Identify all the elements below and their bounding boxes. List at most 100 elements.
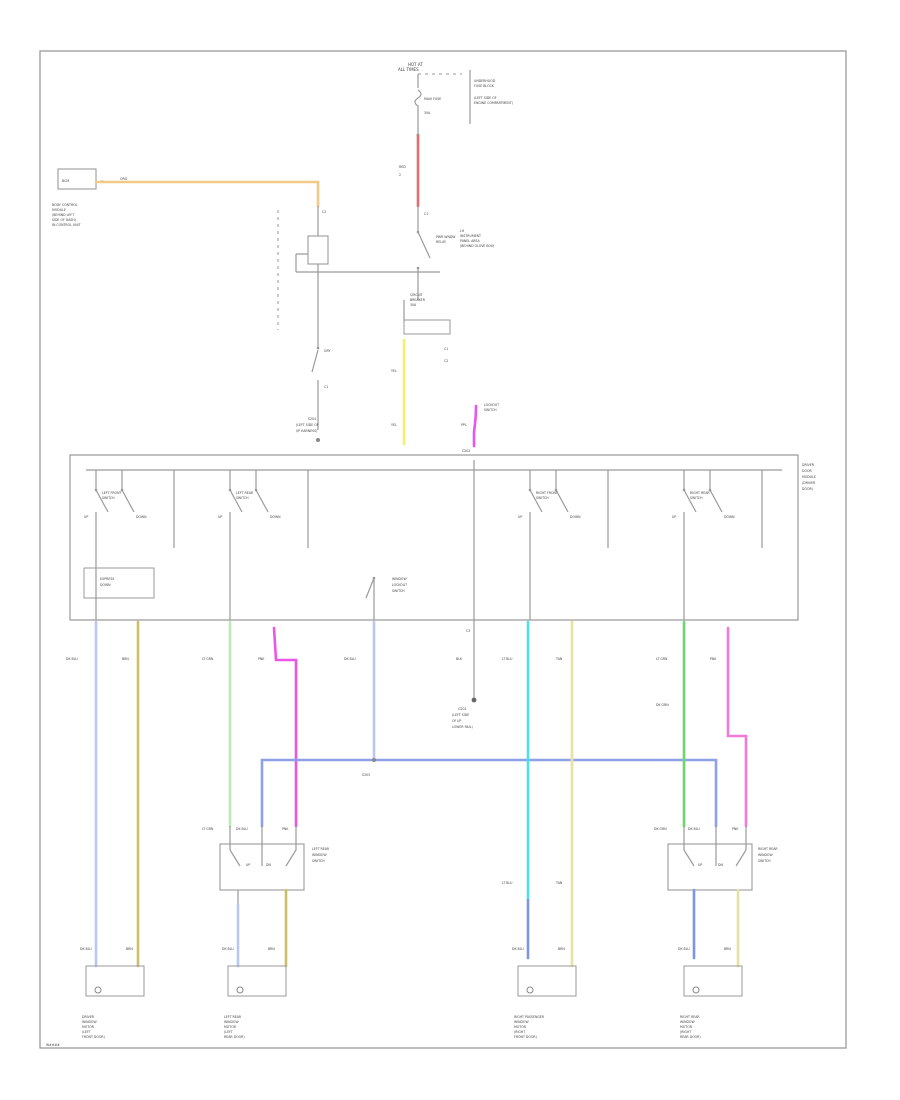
svg-text:DRIVER: DRIVER <box>82 1015 95 1019</box>
svg-text:UNDERHOOD: UNDERHOOD <box>474 79 496 83</box>
svg-text:I/P HARNESS): I/P HARNESS) <box>296 429 317 433</box>
svg-text:DK BLU: DK BLU <box>236 827 248 831</box>
svg-text:C202: C202 <box>462 449 470 453</box>
svg-text:DN: DN <box>718 863 723 867</box>
svg-text:UP: UP <box>246 863 250 867</box>
lower-wiring: DK BLU BRN LT GRN PNK DK BLU S303 LT BLU… <box>66 620 748 968</box>
svg-text:YEL: YEL <box>391 423 397 427</box>
svg-text:DK BLU: DK BLU <box>66 657 78 661</box>
svg-text:MOTOR: MOTOR <box>680 1025 693 1029</box>
svg-text:LT GRN: LT GRN <box>202 827 214 831</box>
svg-text:30A: 30A <box>424 111 431 115</box>
body-control-module-box <box>57 168 97 190</box>
svg-text:ENGINE COMPARTMENT): ENGINE COMPARTMENT) <box>474 101 513 105</box>
svg-text:LT GRN: LT GRN <box>656 657 668 661</box>
fuse-symbol <box>414 89 422 134</box>
svg-text:RELAY: RELAY <box>436 240 446 244</box>
svg-text:PPL: PPL <box>461 423 467 427</box>
svg-text:C3: C3 <box>466 629 470 633</box>
svg-text:UP: UP <box>518 515 522 519</box>
svg-text:FRONT DOOR): FRONT DOOR) <box>514 1035 537 1039</box>
svg-text:FRONT DOOR): FRONT DOOR) <box>82 1035 105 1039</box>
svg-text:EXPRESS: EXPRESS <box>100 577 114 581</box>
svg-text:DN: DN <box>266 863 271 867</box>
svg-text:RIGHT PASSENGER: RIGHT PASSENGER <box>514 1015 545 1019</box>
svg-text:LH: LH <box>460 229 465 233</box>
svg-text:WINDOW: WINDOW <box>680 1020 695 1024</box>
svg-text:G201: G201 <box>458 707 467 711</box>
svg-text:DOWN: DOWN <box>724 515 735 519</box>
svg-text:WINDOW: WINDOW <box>758 853 773 857</box>
svg-text:LOCKOUT: LOCKOUT <box>392 583 407 587</box>
ground-g201: C3 BLK G201 (LEFT SIDE OF I/P LOWER RAIL… <box>452 460 477 729</box>
svg-text:ORG: ORG <box>120 177 128 181</box>
svg-text:LEFT REAR: LEFT REAR <box>224 1015 242 1019</box>
wire-pink-top <box>472 404 478 448</box>
svg-text:DK BLU: DK BLU <box>678 947 690 951</box>
svg-text:(DRIVER: (DRIVER <box>802 481 816 485</box>
svg-text:(LEFT SIDE OF: (LEFT SIDE OF <box>296 423 319 427</box>
svg-text:DK BLU: DK BLU <box>222 947 234 951</box>
svg-text:(BEHIND GLOVE BOX): (BEHIND GLOVE BOX) <box>460 244 494 248</box>
svg-text:C1: C1 <box>424 212 428 216</box>
svg-text:SWITCH: SWITCH <box>690 496 703 500</box>
svg-text:(RIGHT: (RIGHT <box>514 1030 525 1034</box>
svg-text:DK BLU: DK BLU <box>688 827 700 831</box>
svg-text:PANEL AREA: PANEL AREA <box>460 239 480 243</box>
top-power-feed: HOT AT ALL TIMES UNDERHOOD FUSE BLOCK (L… <box>52 62 513 453</box>
svg-text:MOTOR: MOTOR <box>514 1025 527 1029</box>
window-lockout-switch: WINDOW LOCKOUT SWITCH <box>365 576 407 620</box>
svg-text:TAN: TAN <box>555 881 563 885</box>
svg-text:LT GRN: LT GRN <box>202 657 214 661</box>
svg-text:C1: C1 <box>324 385 328 389</box>
driver-door-module: DRIVER DOOR MODULE (DRIVER DOOR) <box>69 454 816 621</box>
svg-text:DRIVER: DRIVER <box>802 463 815 467</box>
svg-text:DOWN: DOWN <box>270 515 281 519</box>
svg-text:MOTOR: MOTOR <box>82 1025 95 1029</box>
svg-text:(LEFT SIDE: (LEFT SIDE <box>452 713 469 717</box>
svg-text:SWITCH: SWITCH <box>758 859 771 863</box>
svg-text:BRN: BRN <box>126 947 133 951</box>
svg-text:S303: S303 <box>362 773 370 777</box>
svg-text:HOT AT: HOT AT <box>408 62 423 67</box>
svg-text:RED: RED <box>399 165 406 169</box>
svg-text:30A: 30A <box>410 303 417 307</box>
svg-text:FUSE BLOCK: FUSE BLOCK <box>474 84 495 88</box>
svg-text:DOOR): DOOR) <box>802 487 813 491</box>
svg-text:SWITCH: SWITCH <box>392 589 405 593</box>
svg-text:UP: UP <box>698 863 702 867</box>
svg-text:LOWER RAIL): LOWER RAIL) <box>452 725 473 729</box>
svg-text:(LEFT: (LEFT <box>224 1030 233 1034</box>
svg-text:MAXI FUSE: MAXI FUSE <box>424 97 441 101</box>
svg-text:C1: C1 <box>444 347 448 351</box>
svg-text:BODY CONTROL: BODY CONTROL <box>52 203 78 207</box>
svg-text:(LEFT SIDE OF: (LEFT SIDE OF <box>474 96 497 100</box>
svg-text:BCM: BCM <box>62 179 69 183</box>
svg-text:SIDE OF DASH): SIDE OF DASH) <box>52 218 76 222</box>
svg-text:WINDOW: WINDOW <box>82 1020 97 1024</box>
svg-text:LEFT REAR: LEFT REAR <box>236 491 254 495</box>
svg-text:TAN: TAN <box>555 657 563 661</box>
svg-text:PNK: PNK <box>282 827 289 831</box>
svg-text:WINDOW: WINDOW <box>224 1020 239 1024</box>
express-down-unit <box>83 567 155 599</box>
svg-text:C2: C2 <box>444 359 448 363</box>
svg-text:DOOR: DOOR <box>802 469 812 473</box>
svg-text:(BEHIND LEFT: (BEHIND LEFT <box>52 213 74 217</box>
svg-text:2: 2 <box>399 173 401 177</box>
svg-text:LEFT REAR: LEFT REAR <box>312 847 330 851</box>
svg-text:SWITCH: SWITCH <box>312 859 325 863</box>
footer-code: W#### <box>46 1043 60 1047</box>
diagram-border <box>39 50 847 1049</box>
relay-contact <box>417 231 431 300</box>
svg-text:(LEFT: (LEFT <box>82 1030 91 1034</box>
svg-text:REAR DOOR): REAR DOOR) <box>680 1035 701 1039</box>
svg-text:PNK: PNK <box>732 827 739 831</box>
svg-text:WINDOW: WINDOW <box>312 853 327 857</box>
